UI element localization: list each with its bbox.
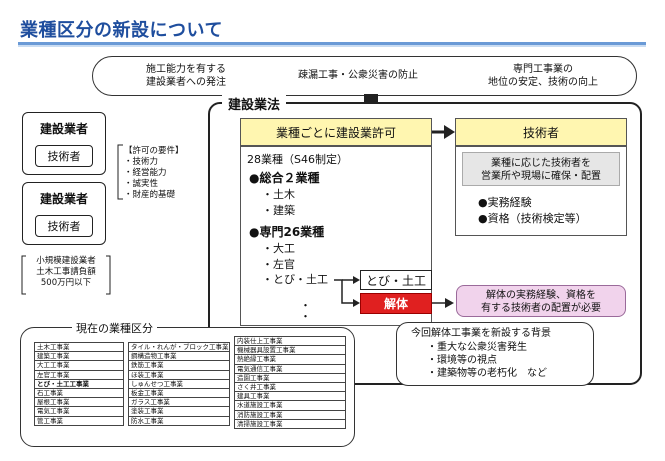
industry-item: しゅんせつ工事業 [129,380,229,390]
goal-1-line2: 建設業者への発注 [146,77,226,88]
small-builder-line3: 500万円以下 [40,278,92,288]
builder-card-2: 建設業者 技術者 [22,182,106,245]
builder-card-2-engineer: 技術者 [35,215,93,237]
requirement-item: ・財産的基礎 [124,190,176,200]
industry-item: 管工事業 [37,416,63,425]
industry-list-col3: 内装仕上工事業 機械器具設置工事業 熱絶縁工事業 電気通信工事業 造園工事業 さ… [234,336,346,430]
engineer-header: 技術者 [455,118,627,146]
industry-item: 鉄筋工事業 [129,361,229,371]
kaitai-requirement-note: 解体の実務経験、資格を 有する技術者の配置が必要 [456,285,626,317]
goal-1: 施工能力を有する 建設業者への発注 [121,63,251,89]
goal-3: 専門工事業の 地位の安定、技術の向上 [468,63,618,89]
requirements-bracket-icon [117,144,123,200]
background-item: ・重大な公衆災害発生 [427,342,527,353]
engineer-desc: 業種に応じた技術者を 営業所や現場に確保・配置 [462,152,620,186]
industry-item: ほ装工事業 [129,371,229,380]
small-builder-note: 小規模建設業者 土木工事請負額 500万円以下 [24,256,108,289]
engineer-desc-line2: 営業所や現場に確保・配置 [481,171,601,182]
industry-item: 塗装工事業 [129,407,229,417]
goals-oval: 施工能力を有する 建設業者への発注 疎漏工事・公衆災害の防止 専門工事業の 地位… [92,56,637,96]
industry-item: 熱絶縁工事業 [235,355,345,365]
industry-item: 土木工事業 [35,343,123,353]
tobi-doko-box: とび・土工 [360,270,432,290]
industry-list-col2: タイル・れんが・ブロック工事業 鋼構造物工事業 鉄筋工事業 ほ装工事業 しゅんせ… [128,342,230,426]
industry-item: 建築工事業 [35,352,123,362]
engineer-item-experience: ●実務経験 [478,196,532,209]
goal-1-line1: 施工能力を有する [146,64,226,75]
industry-item: タイル・れんが・ブロック工事業 [129,343,229,353]
industry-item: さく井工事業 [235,383,345,393]
current-industries-frame [20,327,355,447]
industry-item: とび・土工工事業 [35,380,123,390]
industry-item: 建具工事業 [235,392,345,402]
kaitai-box: 解体 [360,293,432,314]
construction-law-label: 建設業法 [222,94,287,113]
kaitai-note-line2: 有する技術者の配置が必要 [481,303,601,314]
special-item-tobi: ・とび・土工 [262,273,328,286]
small-builder-brackets [21,255,111,295]
requirement-item: ・技術力 [124,157,159,167]
industry-item: 石工事業 [35,389,123,399]
more-items-dots: ・ ・ [300,299,311,323]
industry-item: 防水工事業 [131,416,164,425]
background-item: ・環境等の視点 [427,355,497,366]
goal-2: 疎漏工事・公衆災害の防止 [298,70,418,81]
industry-item: 消防施設工事業 [235,411,345,420]
small-builder-line1: 小規模建設業者 [36,256,96,266]
kaitai-arrow-icon [432,298,454,308]
industry-item: 清掃施設工事業 [237,419,283,428]
industry-list-col1: 土木工事業 建築工事業 大工工事業 左官工事業 とび・土工工事業 石工事業 屋根… [34,342,124,426]
builder-card-1: 建設業者 技術者 [22,112,106,175]
small-builder-line2: 土木工事請負額 [36,267,96,277]
builder-card-1-title: 建設業者 [39,122,88,136]
split-arrow-icon [334,276,360,307]
general-industries-header: ●総合２業種 [249,171,320,185]
engineer-item-qualification: ●資格（技術検定等） [478,212,587,225]
kaitai-note-line1: 解体の実務経験、資格を [486,290,596,301]
industry-item: 屋根工事業 [35,398,123,408]
industry-item: 板金工事業 [129,389,229,399]
industry-item: 電気工事業 [35,407,123,417]
builder-card-1-engineer: 技術者 [35,145,93,167]
requirement-item: ・誠実性 [124,179,159,189]
industry-item: 水道施設工事業 [235,401,345,411]
background-item: ・建築物等の老朽化 など [427,368,547,379]
industry-item: 機械器具設置工事業 [235,346,345,356]
industry-item: 左官工事業 [35,371,123,380]
goal-3-line2: 地位の安定、技術の向上 [488,77,598,88]
industry-item: 鋼構造物工事業 [129,352,229,362]
industry-item: 内装仕上工事業 [235,337,345,347]
requirements-list: 【許可の要件】 ・技術力 ・経営能力 ・誠実性 ・財産的基礎 [124,146,214,201]
background-title: 今回解体工事業を新設する背景 [411,328,551,339]
engineer-desc-line1: 業種に応じた技術者を [491,158,591,169]
industries-count: 28業種（S46制定） [247,153,348,166]
page-title: 業種区分の新設について [20,20,223,41]
right-arrow-icon [432,125,455,139]
general-item-kenchiku: ・建築 [262,204,295,217]
industry-item: 電気通信工事業 [235,365,345,374]
current-industries-header: 現在の業種区分 [72,320,157,336]
industry-item: 大工工事業 [35,361,123,371]
industry-item: 造園工事業 [235,374,345,384]
license-header: 業種ごとに建設業許可 [240,118,432,146]
general-item-doboku: ・土木 [262,188,295,201]
special-item-sakan: ・左官 [262,258,295,271]
requirements-header: 【許可の要件】 [124,146,184,156]
title-underline-light [18,45,646,47]
goal-3-line1: 専門工事業の [513,64,573,75]
title-underline [18,42,646,45]
industry-item: ガラス工事業 [129,398,229,408]
builder-card-2-title: 建設業者 [39,192,88,206]
background-reasons-box: 今回解体工事業を新設する背景 ・重大な公衆災害発生 ・環境等の視点 ・建築物等の… [396,322,594,386]
special-item-daiku: ・大工 [262,242,295,255]
special-industries-header: ●専門26業種 [249,225,325,239]
requirement-item: ・経営能力 [124,168,167,178]
